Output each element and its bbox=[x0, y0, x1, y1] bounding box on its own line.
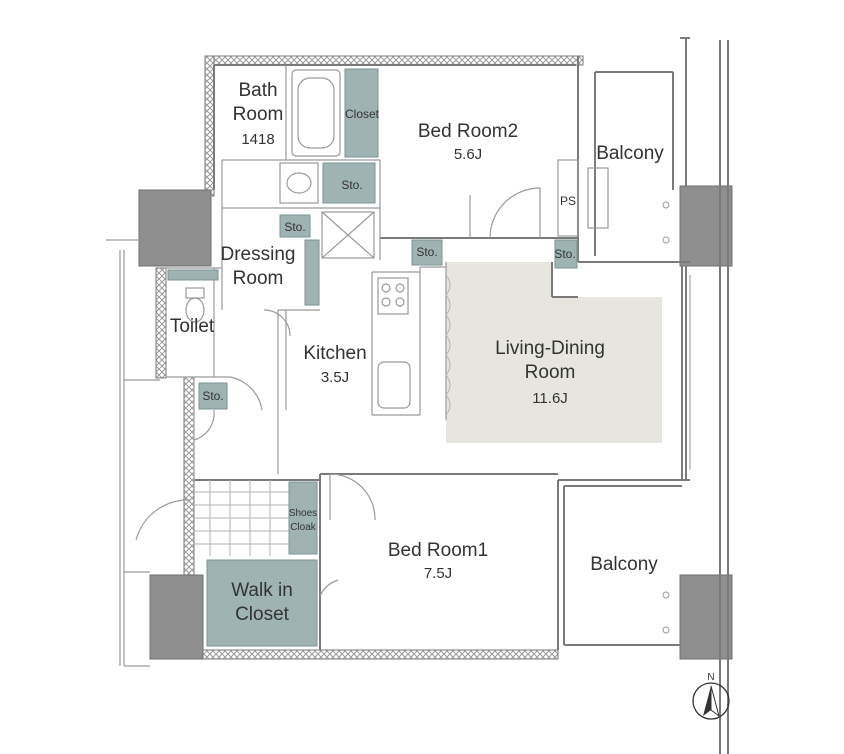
bed-room1-label: Bed Room1 bbox=[388, 540, 488, 561]
kitchen-size: 3.5J bbox=[321, 369, 349, 386]
sto-dressing-label: Sto. bbox=[284, 220, 305, 234]
sto-dressing-block bbox=[279, 214, 311, 238]
sto-hall-block bbox=[411, 239, 443, 266]
columns bbox=[138, 185, 733, 660]
living-dining-size: 11.6J bbox=[532, 390, 568, 407]
balcony-top-label: Balcony bbox=[596, 143, 664, 164]
living-floor bbox=[446, 262, 662, 443]
living-dining-label-line2: Room bbox=[525, 362, 576, 383]
walk-in-closet-block bbox=[206, 559, 318, 647]
room-labels: Bath Room 1418 Closet Bed Room2 5.6J Bal… bbox=[170, 80, 664, 625]
sto-balcony-block bbox=[554, 239, 578, 269]
doors bbox=[135, 187, 541, 597]
shoes-cloak-block bbox=[288, 481, 318, 555]
balcony-bottom-label: Balcony bbox=[590, 554, 658, 575]
dressing-shelf-block bbox=[304, 239, 320, 306]
kitchen-label: Kitchen bbox=[303, 343, 366, 364]
sto-bed2-block bbox=[322, 162, 376, 204]
dressing-room-label-line2: Room bbox=[233, 268, 284, 289]
wash-basin bbox=[279, 162, 319, 204]
bath-room-size: 1418 bbox=[241, 131, 274, 148]
toilet-shelf-block bbox=[167, 269, 219, 281]
ps-label: PS bbox=[560, 194, 576, 208]
interior-lines bbox=[106, 65, 447, 667]
closet-block bbox=[344, 68, 379, 158]
walk-in-closet-label-line1: Walk in bbox=[231, 580, 293, 601]
sto-balcony-label: Sto. bbox=[554, 247, 575, 261]
window-marks bbox=[662, 201, 691, 634]
dressing-room-label-line1: Dressing bbox=[221, 244, 296, 265]
toilet-fixture bbox=[185, 287, 205, 323]
bed-room1-size: 7.5J bbox=[424, 565, 452, 582]
kitchen-counter bbox=[377, 277, 411, 409]
bath-room-label-line1: Bath bbox=[238, 80, 277, 101]
bed-room2-label: Bed Room2 bbox=[418, 121, 518, 142]
laundry-space bbox=[321, 211, 375, 259]
sto-bed2-label: Sto. bbox=[341, 178, 362, 192]
bathtub bbox=[291, 69, 341, 157]
closet-label: Closet bbox=[345, 107, 380, 121]
walk-in-closet-label-line2: Closet bbox=[235, 604, 290, 625]
shoes-cloak-label-line2: Cloak bbox=[290, 522, 317, 533]
storage-blocks bbox=[167, 68, 578, 647]
bath-room-label-line2: Room bbox=[233, 104, 284, 125]
sto-entry-block bbox=[198, 382, 228, 410]
entry-steps bbox=[194, 480, 290, 556]
toilet-label: Toilet bbox=[170, 316, 215, 337]
ps-shaft bbox=[557, 159, 609, 237]
north-label: N bbox=[707, 672, 714, 683]
living-dining-label-line1: Living-Dining bbox=[495, 338, 605, 359]
curtain-marks bbox=[445, 274, 451, 416]
shoes-cloak-label-line1: Shoes bbox=[289, 508, 317, 519]
sto-hall-label: Sto. bbox=[416, 245, 437, 259]
north-arrow-icon: N bbox=[692, 672, 730, 720]
sto-entry-label: Sto. bbox=[202, 389, 223, 403]
bed-room2-size: 5.6J bbox=[454, 146, 482, 163]
